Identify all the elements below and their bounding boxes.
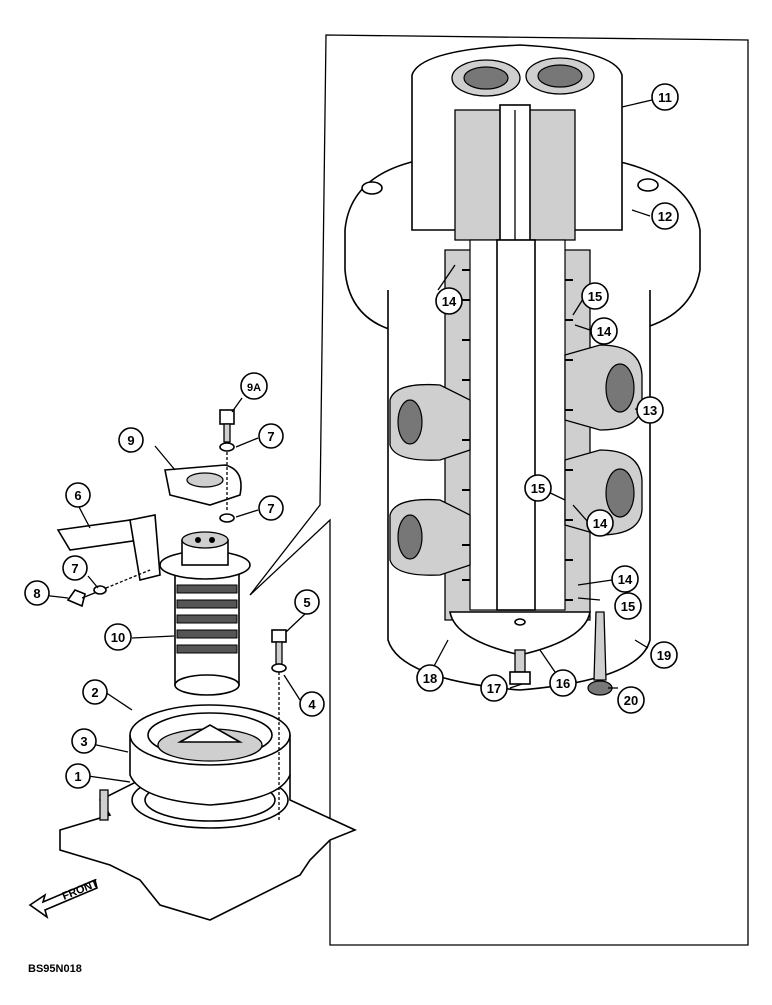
callout-5: 5 <box>294 589 320 615</box>
svg-text:7: 7 <box>267 429 274 444</box>
callout-14a: 14 <box>435 287 463 315</box>
swivel-joint-cutaway <box>344 44 701 696</box>
callout-13: 13 <box>636 396 664 424</box>
callout-15b: 15 <box>524 474 552 502</box>
callout-set: 1 2 3 4 5 6 7 7 7 8 9 9A 10 11 12 13 14 … <box>24 83 679 789</box>
callout-14d: 14 <box>611 565 639 593</box>
svg-text:14: 14 <box>593 516 608 531</box>
svg-text:6: 6 <box>74 488 81 503</box>
front-label: FRONT <box>61 877 101 902</box>
callout-17: 17 <box>480 674 508 702</box>
svg-text:12: 12 <box>658 209 672 224</box>
svg-text:14: 14 <box>442 294 457 309</box>
callout-3: 3 <box>71 728 97 754</box>
callout-7a: 7 <box>258 423 284 449</box>
svg-text:15: 15 <box>621 599 635 614</box>
callout-19: 19 <box>650 641 678 669</box>
svg-text:15: 15 <box>588 289 602 304</box>
callout-14c: 14 <box>586 509 614 537</box>
figure-reference-code: BS95N018 <box>28 963 82 975</box>
callout-16: 16 <box>549 669 577 697</box>
svg-text:17: 17 <box>487 681 501 696</box>
svg-text:14: 14 <box>597 324 612 339</box>
rotor-spool <box>159 531 251 696</box>
svg-text:9A: 9A <box>247 382 261 394</box>
callout-1: 1 <box>65 763 91 789</box>
svg-text:5: 5 <box>303 595 310 610</box>
svg-text:14: 14 <box>618 572 633 587</box>
callout-9a: 9A <box>240 372 268 400</box>
svg-text:18: 18 <box>423 671 437 686</box>
callout-8: 8 <box>24 580 50 606</box>
callout-15c: 15 <box>614 592 642 620</box>
callout-10: 10 <box>104 623 132 651</box>
svg-text:2: 2 <box>91 685 98 700</box>
base-plate-assembly <box>56 409 358 921</box>
callout-7c: 7 <box>62 555 88 581</box>
svg-text:13: 13 <box>643 403 657 418</box>
svg-text:9: 9 <box>127 433 134 448</box>
svg-text:7: 7 <box>71 561 78 576</box>
callout-14b: 14 <box>590 317 618 345</box>
svg-text:20: 20 <box>624 693 638 708</box>
callout-4: 4 <box>299 691 325 717</box>
svg-text:15: 15 <box>531 481 545 496</box>
svg-text:19: 19 <box>657 648 671 663</box>
callout-2: 2 <box>82 679 108 705</box>
callout-11: 11 <box>651 83 679 111</box>
svg-text:4: 4 <box>308 697 316 712</box>
callout-15a: 15 <box>581 282 609 310</box>
callout-12: 12 <box>651 202 679 230</box>
detail-inset-frame <box>249 34 749 946</box>
svg-text:7: 7 <box>267 501 274 516</box>
callout-18: 18 <box>416 664 444 692</box>
svg-text:8: 8 <box>33 586 40 601</box>
svg-text:16: 16 <box>556 676 570 691</box>
svg-text:1: 1 <box>74 769 81 784</box>
callout-20: 20 <box>617 686 645 714</box>
front-direction-arrow: FRONT <box>28 877 101 919</box>
callout-6: 6 <box>65 482 91 508</box>
callout-9: 9 <box>118 427 144 453</box>
svg-text:3: 3 <box>80 734 87 749</box>
svg-text:10: 10 <box>111 630 125 645</box>
callout-7b: 7 <box>258 495 284 521</box>
svg-text:11: 11 <box>658 90 672 105</box>
